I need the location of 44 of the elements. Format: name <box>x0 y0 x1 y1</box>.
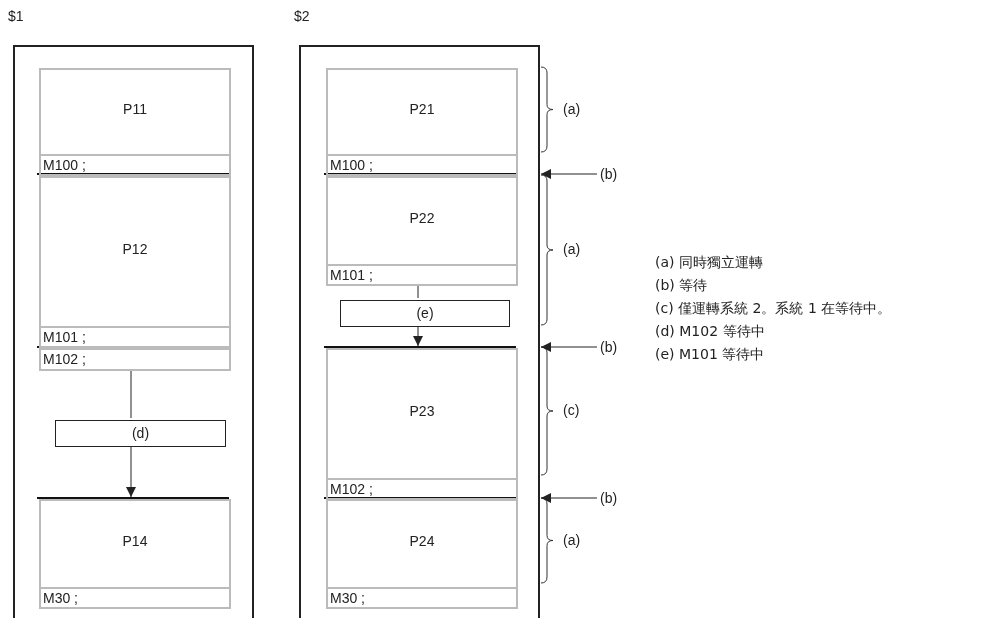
column-frame <box>299 45 540 618</box>
arrow <box>540 342 598 352</box>
wait-box: (e) <box>340 300 510 327</box>
code-line: M30 ; <box>328 587 516 607</box>
program-block <box>39 68 231 176</box>
callout-label: (b) <box>600 337 624 357</box>
program-block <box>39 499 231 609</box>
program-name: P24 <box>408 533 436 549</box>
brace-label: (c) <box>563 402 580 418</box>
code-line: M102 ; <box>328 478 516 498</box>
key-line: (a) 同時獨立運轉 <box>655 254 763 272</box>
arrow <box>540 169 598 179</box>
brace-label: (a) <box>563 531 581 548</box>
code-line: M100 ; <box>41 154 229 174</box>
key-line: (b) 等待 <box>655 277 708 295</box>
key-line: (c) 僅運轉系統 2。系統 1 在等待中。 <box>655 300 892 318</box>
connector-line <box>130 368 132 419</box>
brace-label: (a) <box>563 100 581 117</box>
program-name: P14 <box>121 533 149 549</box>
code-line: M101 ; <box>41 326 229 346</box>
callout-label: (b) <box>600 488 624 508</box>
column-frame <box>13 45 254 618</box>
program-name: P23 <box>408 403 436 419</box>
wait-box: (d) <box>55 420 226 447</box>
code-line: M100 ; <box>328 154 516 174</box>
program-name: P21 <box>408 101 436 117</box>
program-block <box>326 176 518 286</box>
program-name: P22 <box>408 210 436 226</box>
key-line: (d) M102 等待中 <box>655 323 765 341</box>
program-block <box>39 176 231 348</box>
program-block <box>326 499 518 609</box>
column-heading: $1 <box>8 8 24 24</box>
program-name: P12 <box>121 241 149 257</box>
connector-line <box>417 283 419 299</box>
program-block <box>326 348 518 500</box>
brace-label: (a) <box>563 241 581 257</box>
code-line: M30 ; <box>41 587 229 607</box>
callout-label: (b) <box>600 164 624 184</box>
program-block <box>326 68 518 176</box>
program-name: P11 <box>122 101 148 117</box>
key-line: (e) M101 等待中 <box>655 346 765 364</box>
column-heading: $2 <box>294 8 310 24</box>
code-line: M101 ; <box>328 264 516 284</box>
arrow <box>540 493 598 503</box>
